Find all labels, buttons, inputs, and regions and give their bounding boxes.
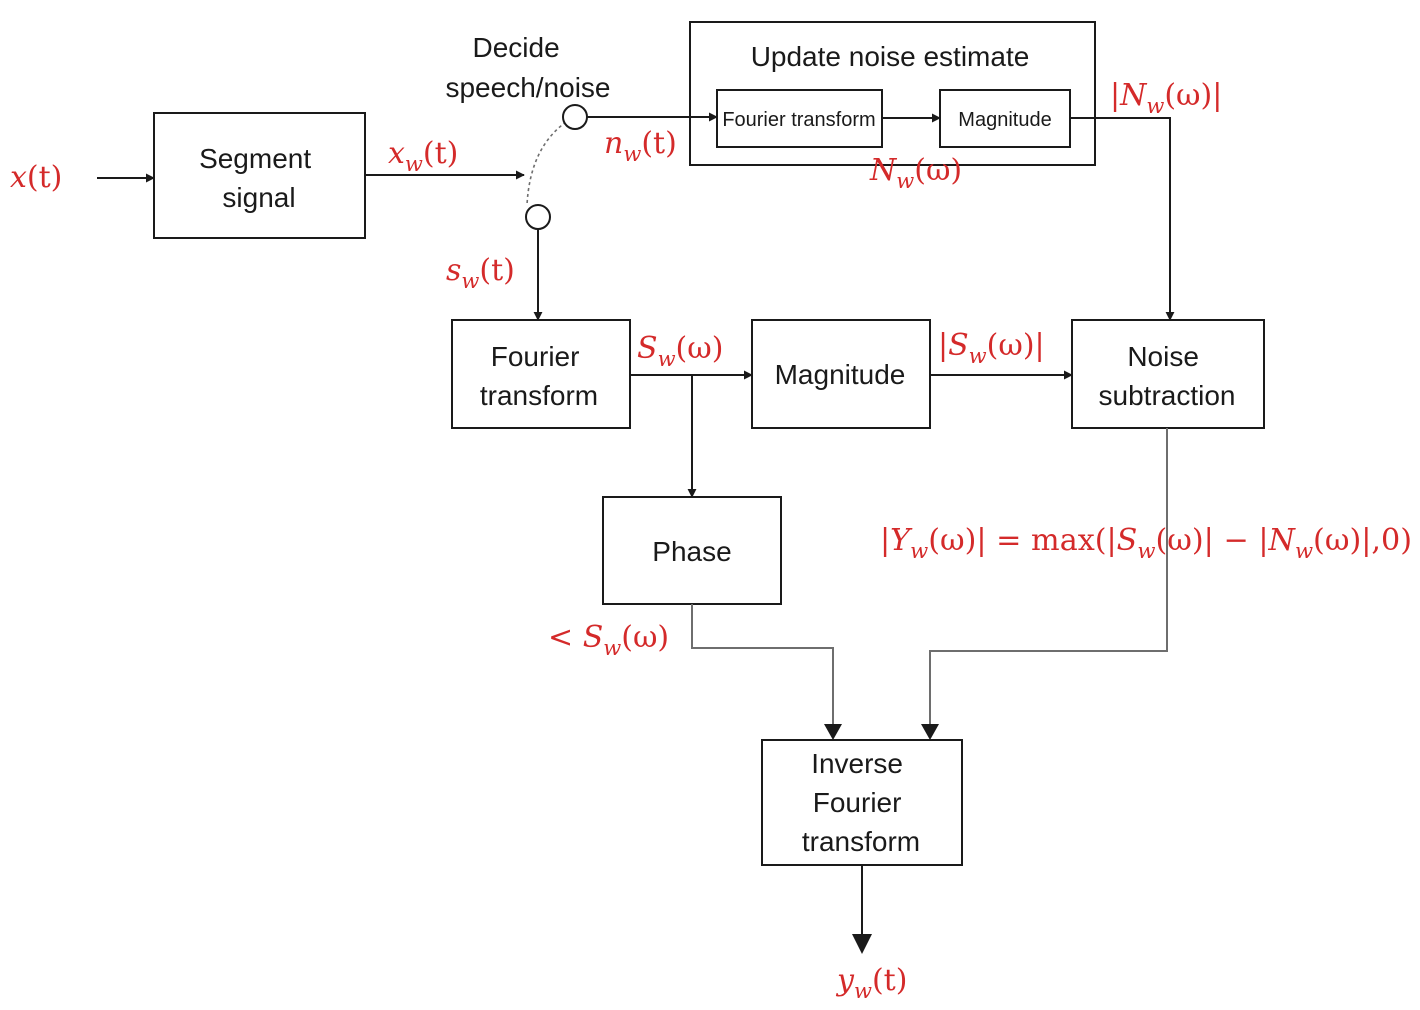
segment-signal-block [153,112,366,239]
signal-sw-label: sw(t) [446,253,515,293]
signal-Sw-phase-label: < Sw(ω) [548,620,669,660]
inverse-fourier-transform-block [761,739,963,866]
segment-signal-label: Segment signal [199,143,319,213]
signal-Sw-label: Sw(ω) [637,331,723,371]
fourier-transform-label: Fourier transform [480,341,598,411]
subtraction-to-inverse-wire [929,428,1168,725]
update-noise-estimate-label: Update noise estimate [751,41,1030,72]
phase-to-inverse-arrowhead [824,724,842,740]
fourier-transform-block [451,319,631,429]
phase-label: Phase [652,536,731,567]
signal-yw-label: yw(t) [835,963,907,1003]
signal-Nw-label: Nw(ω) [869,153,962,193]
phase-block [602,496,782,605]
magnitude-block [751,319,931,429]
signal-Sw-magnitude-label: |Sw(ω)| [938,328,1045,368]
signal-x-label: x(t) [10,160,62,195]
phase-to-inverse-wire [691,604,834,725]
noise-fourier-transform-label: Fourier transform [722,109,875,131]
signal-xw-label: xw(t) [388,136,458,176]
magnitude-label: Magnitude [775,359,906,390]
signal-nw-magnitude-label: |Nw(ω)| [1110,78,1222,118]
noise-subtraction-label: Noise subtraction [1099,341,1236,411]
noise-subtraction-formula: |Yw(ω)| = max(|Sw(ω)| − |Nw(ω)|,0) [880,523,1412,563]
speech-terminal [525,204,551,230]
subtraction-to-inverse-arrowhead [921,724,939,740]
decide-speech-noise-label: Decide speech/noise [445,32,610,103]
inverse-fourier-transform-label: Inverse Fourier transform [802,748,920,857]
noise-subtraction-block [1071,319,1265,429]
noise-magnitude-label: Magnitude [958,109,1051,131]
switch-arm [526,121,567,206]
signal-nw-label: nw(t) [604,126,677,166]
noise-terminal [562,104,588,130]
noise-magnitude-to-subtraction-arrow [1070,117,1175,321]
